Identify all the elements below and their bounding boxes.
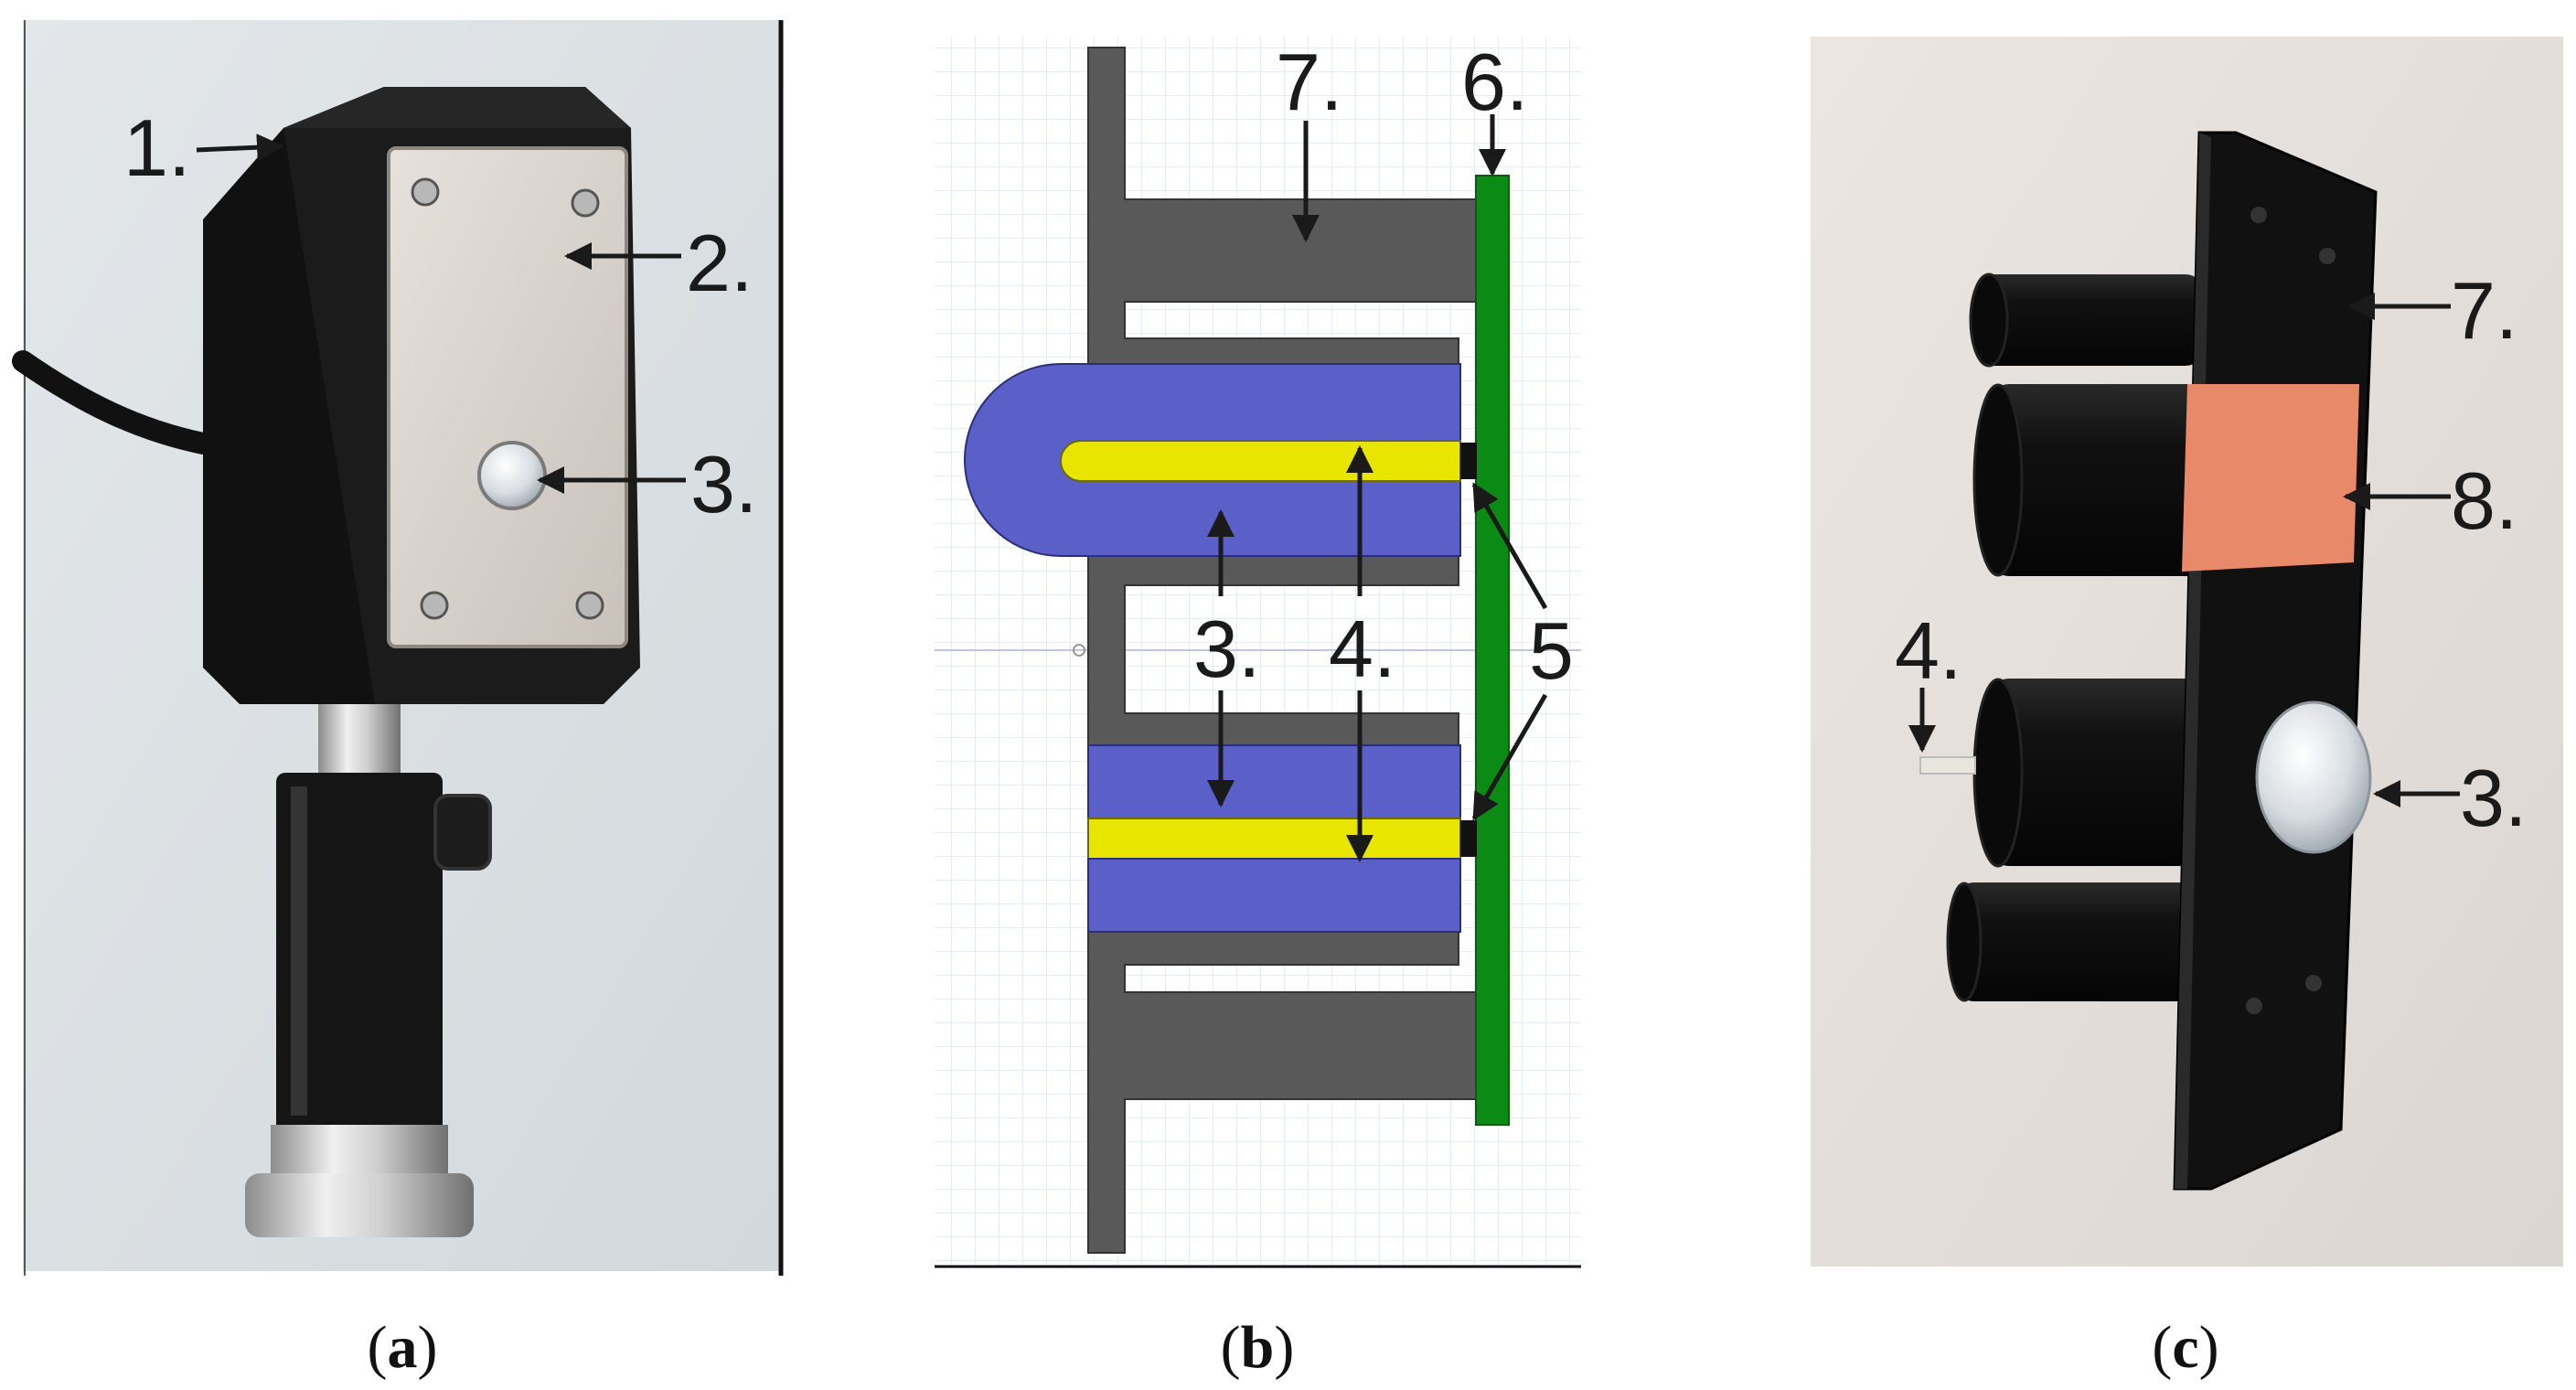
panel-c: 7. 8. 4. 3. (c) [1811,37,2563,1381]
cylinder-upper [1984,384,2222,576]
post-body [276,773,443,1134]
post-base-ring [271,1125,448,1180]
metal-plate [387,146,628,648]
label-c-4: 4. [1895,605,1961,696]
label-b-7: 7. [1276,37,1342,127]
label-a-2: 2. [686,218,753,308]
cylinder-bottom [1952,882,2204,1001]
cylinder-lower-end [1972,678,2024,868]
thumb-screw [433,794,492,871]
cylinder-top-end [1969,273,2009,368]
post-neck [318,704,401,777]
sensor-chip-upper [1460,443,1477,479]
arrow-icon [1471,482,1548,610]
label-b-3: 3. [1193,604,1260,694]
sensor-housing-top [283,87,631,128]
post-base [245,1173,474,1237]
label-b-5: 5 [1529,605,1574,696]
post-highlight [291,786,307,1116]
u-fiber-core [1060,440,1461,482]
label-c-7: 7. [2451,265,2517,356]
label-b-6: 6. [1461,37,1528,127]
caption-b: (b) [1221,1314,1295,1381]
label-a-3: 3. [690,439,757,529]
cylinder-lower [1984,679,2222,866]
label-b-4: 4. [1329,604,1395,694]
panel-a: 1. 2. 3. (a) [12,20,784,1381]
hole-icon [2246,207,2336,1014]
sensor-chip-lower [1460,820,1477,857]
label-a-1: 1. [123,102,190,193]
cylinder-top [1975,274,2204,366]
straight-fiber-cladding-top [1087,744,1461,819]
panel-b-guide-dot [1073,644,1085,657]
arrow-icon [196,134,284,162]
straight-fiber-core [1087,818,1461,860]
label-c-8: 8. [2451,455,2517,546]
cable [12,350,214,454]
arrow-icon [1471,693,1548,821]
label-c-3: 3. [2460,753,2527,843]
panel-b: 7. 6. 3. 4. 5 (b) [935,37,1581,1381]
caption-a: (a) [368,1314,438,1381]
screw-icon [411,177,604,620]
sensor-dome [2255,700,2372,854]
copper-band [2182,384,2359,572]
sensor-window [477,441,547,510]
straight-fiber-cladding-bottom [1087,858,1461,933]
caption-c: (c) [2152,1314,2218,1381]
cylinder-bottom-end [1946,882,1983,1002]
fiber-stub [1919,756,1976,775]
pcb [1475,175,1510,1126]
cylinder-upper-end [1972,383,2024,577]
